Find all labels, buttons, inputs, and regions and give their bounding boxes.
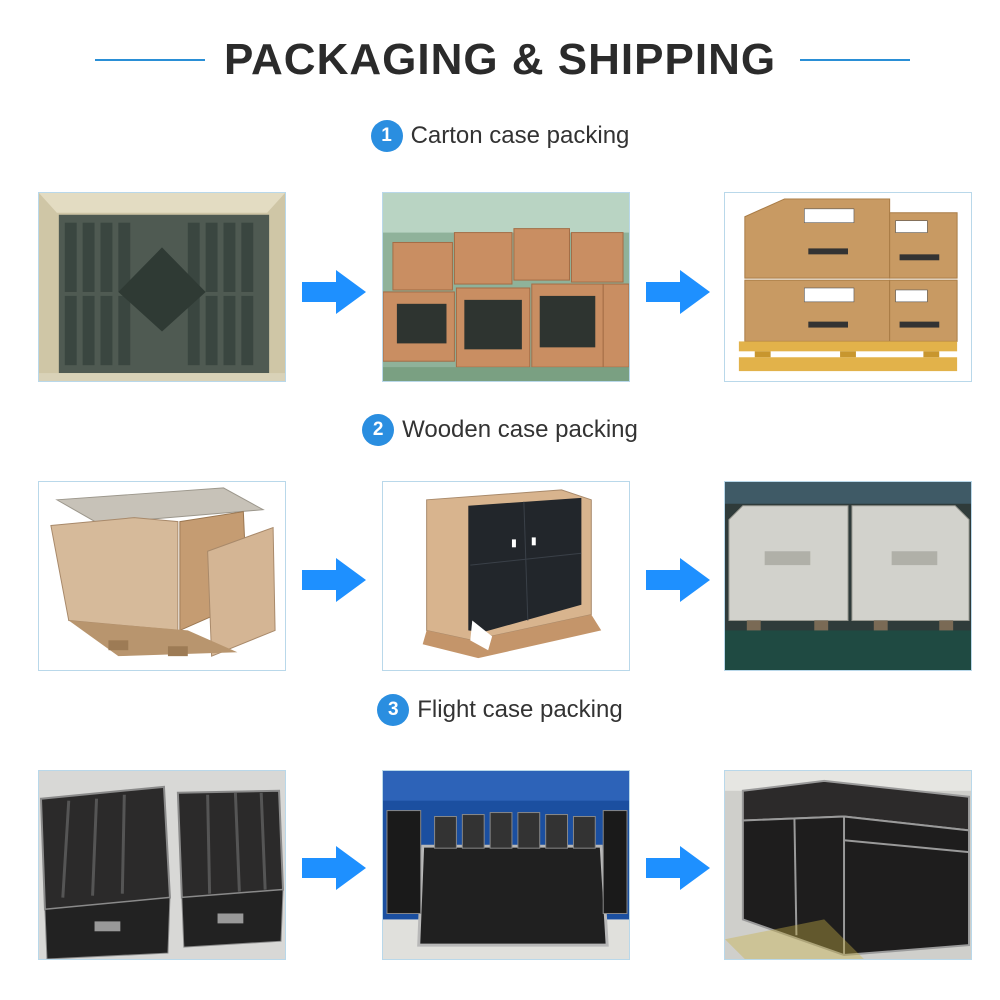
section-heading-flight: 3 Flight case packing — [0, 690, 1000, 730]
header: PACKAGING & SHIPPING — [0, 30, 1000, 90]
page-title: PACKAGING & SHIPPING — [223, 35, 777, 84]
step-badge: 1 — [370, 120, 403, 152]
arrow-right-icon — [646, 270, 710, 314]
arrow-right-icon — [302, 270, 366, 314]
section-title: Flight case packing — [417, 696, 623, 723]
arrow-right-icon — [646, 846, 710, 890]
section-heading-wooden: 2 Wooden case packing — [0, 410, 1000, 450]
step-badge: 2 — [362, 414, 395, 446]
section-heading-carton: 1 Carton case packing — [0, 116, 1000, 156]
photo-cartons-on-pallet — [724, 192, 972, 382]
photo-wooden-case-with-cabinets — [382, 481, 630, 671]
title-divider-left — [95, 59, 205, 61]
photo-flight-cases-stacked — [724, 770, 972, 960]
section-title: Wooden case packing — [402, 416, 638, 443]
photo-wooden-case-disassembled — [38, 481, 286, 671]
photo-flight-cases-open — [38, 770, 286, 960]
arrow-right-icon — [302, 558, 366, 602]
photo-carton-modules-in-box — [38, 192, 286, 382]
photo-flight-case-with-screens — [382, 770, 630, 960]
section-title: Carton case packing — [410, 122, 630, 149]
arrow-right-icon — [646, 558, 710, 602]
arrow-right-icon — [302, 846, 366, 890]
step-badge: 3 — [377, 694, 410, 726]
title-divider-right — [800, 59, 910, 61]
photo-carton-boxes-open — [382, 192, 630, 382]
photo-wooden-cases-warehouse — [724, 481, 972, 671]
